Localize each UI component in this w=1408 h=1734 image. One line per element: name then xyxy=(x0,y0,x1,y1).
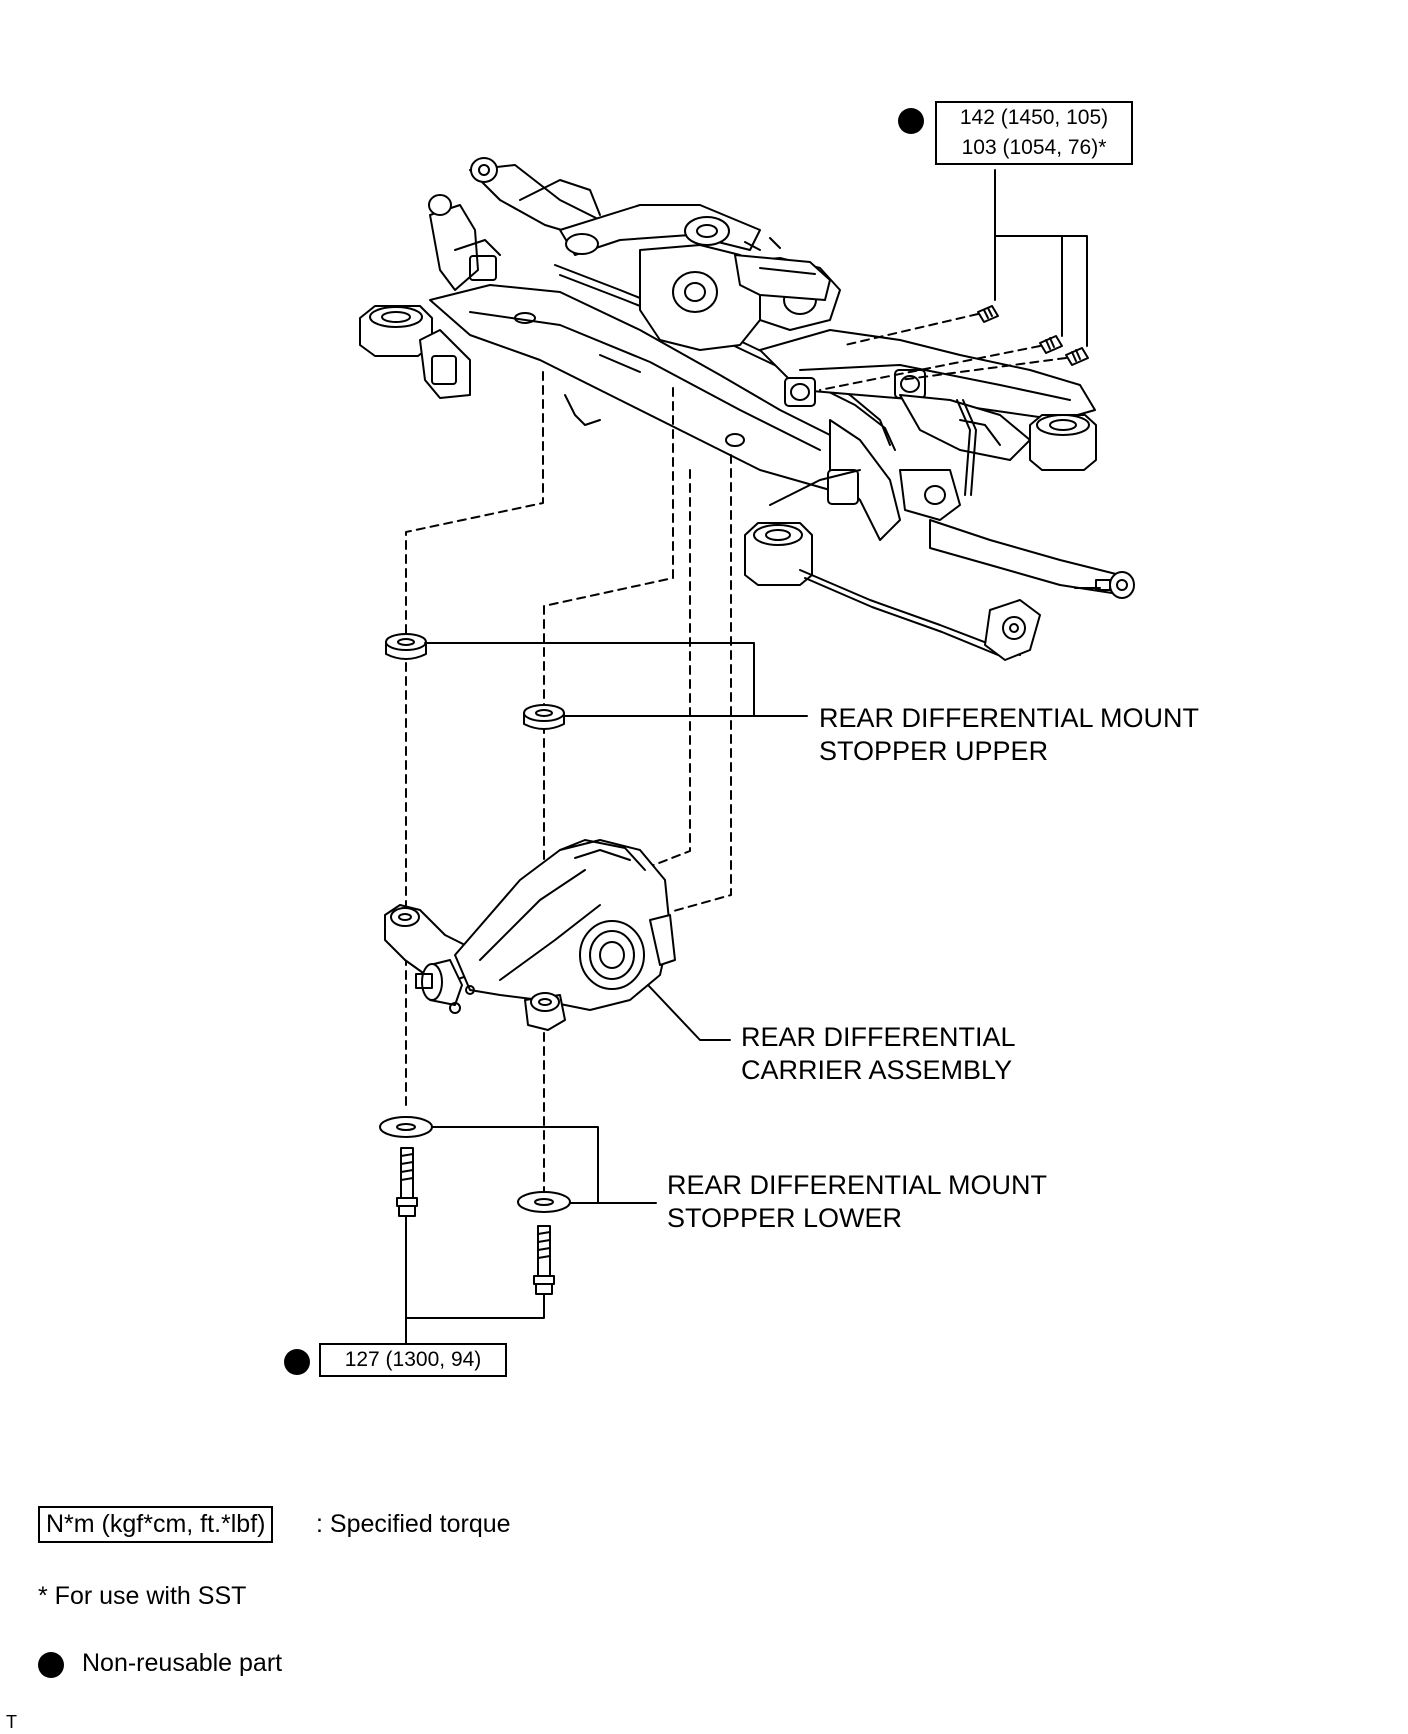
stopper-upper-right xyxy=(523,704,565,730)
stopper-upper-left xyxy=(385,633,427,660)
label-carrier-assembly: REAR DIFFERENTIAL CARRIER ASSEMBLY xyxy=(741,1021,1016,1087)
label-stopper-upper-line1: REAR DIFFERENTIAL MOUNT xyxy=(819,703,1200,733)
torque-bottom-leader xyxy=(405,1215,545,1319)
label-carrier-line2: CARRIER ASSEMBLY xyxy=(741,1055,1013,1085)
nonreusable-marker-top xyxy=(898,108,924,134)
carrier-leader xyxy=(647,984,731,1041)
lower-bolt-right xyxy=(533,1225,555,1295)
legend-sst-note: * For use with SST xyxy=(38,1582,247,1610)
stopper-lower-leader xyxy=(431,1126,657,1204)
torque-top-line2: 103 (1054, 76)* xyxy=(961,136,1107,159)
legend-torque-desc: : Specified torque xyxy=(316,1510,511,1538)
label-stopper-lower-line1: REAR DIFFERENTIAL MOUNT xyxy=(667,1170,1048,1200)
label-stopper-upper: REAR DIFFERENTIAL MOUNT STOPPER UPPER xyxy=(819,702,1199,768)
differential-carrier-drawing xyxy=(384,839,676,1031)
label-stopper-lower: REAR DIFFERENTIAL MOUNT STOPPER LOWER xyxy=(667,1169,1047,1235)
label-carrier-line1: REAR DIFFERENTIAL xyxy=(741,1022,1016,1052)
bolt-dashed-lines xyxy=(819,313,1067,391)
torque-top-line1: 142 (1450, 105) xyxy=(959,106,1109,129)
torque-bottom-value: 127 (1300, 94) xyxy=(344,1348,482,1371)
label-stopper-upper-line2: STOPPER UPPER xyxy=(819,736,1049,766)
rear-suspension-subframe xyxy=(359,157,1135,661)
alignment-dashed-lines xyxy=(405,371,732,1196)
stopper-lower-left xyxy=(379,1116,433,1138)
bolt-upper-3 xyxy=(1065,347,1089,366)
nonreusable-marker-bottom xyxy=(284,1349,310,1375)
legend-torque-unit-text: N*m (kgf*cm, ft.*lbf) xyxy=(46,1510,266,1538)
corner-mark: T xyxy=(6,1712,17,1732)
lower-bolt-left xyxy=(396,1147,418,1217)
stopper-lower-right xyxy=(517,1191,571,1213)
bolt-upper-1 xyxy=(977,305,999,323)
legend-nonreusable: Non-reusable part xyxy=(82,1649,283,1677)
bolt-upper-2 xyxy=(1039,335,1063,354)
torque-top-leader xyxy=(994,169,1088,347)
stopper-upper-leader xyxy=(424,642,808,717)
filled-circle-icon xyxy=(38,1652,64,1678)
torque-spec-bottom: 127 (1300, 94) xyxy=(319,1343,507,1377)
subframe-mount-bolts xyxy=(977,305,1089,366)
torque-spec-top: 142 (1450, 105) 103 (1054, 76)* xyxy=(935,101,1133,165)
label-stopper-lower-line2: STOPPER LOWER xyxy=(667,1203,903,1233)
legend-torque-unit: N*m (kgf*cm, ft.*lbf) xyxy=(38,1506,274,1543)
